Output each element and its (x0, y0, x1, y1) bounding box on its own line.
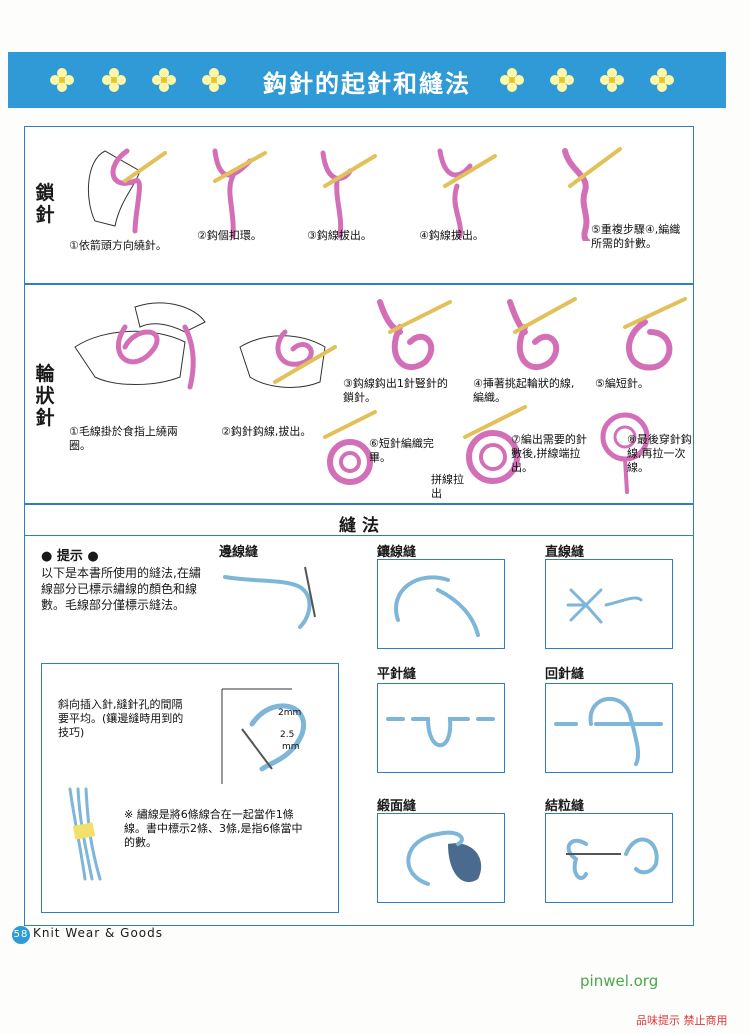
tip-box: 斜向插入針,縫針孔的間隔要平均。(鑲邊縫時用到的技巧) 2mm 2.5 mm ※… (41, 663, 339, 913)
tip-measure-2: 2.5 (280, 730, 295, 740)
stitch-title-satin: 緞面縫 (377, 799, 417, 814)
ring-step-illustrations (74, 297, 687, 494)
thread-note: ※ 繡線是將6條線合在一起當作1條線。書中標示2條、3條,是指6條當中的數。 (124, 808, 303, 849)
pull-note: 拼線拉出 (431, 473, 464, 500)
chain-stitch-label: 鎖針 (35, 182, 55, 226)
flower-icon (152, 68, 176, 92)
satin-stitch-box (377, 813, 505, 903)
chain-caption-3: ③鈎線拔出。 (307, 229, 372, 242)
title-banner: 鈎針的起針和縫法 (8, 52, 726, 108)
chain-caption-4: ④鈎線拔出。 (419, 229, 484, 242)
tip-measure-1: 2mm (278, 708, 302, 718)
flower-icon (550, 68, 574, 92)
divider (25, 535, 693, 536)
stitch-title-running: 平針縫 (377, 667, 417, 682)
chain-step-illustrations (87, 147, 622, 241)
page-number: 58 (12, 926, 30, 944)
ring-caption-7: ⑦編出需要的針數後,拼線端拉出。 (511, 433, 587, 474)
ring-caption-8: ⑧最後穿針鈎線,再拉一次線。 (627, 433, 692, 474)
ring-caption-5: ⑤編短針。 (595, 377, 649, 390)
inlay-stitch-box (377, 559, 505, 649)
ring-caption-4: ④挿著挑起輪狀的線,編織。 (473, 377, 575, 404)
tip-measure-3: mm (282, 742, 300, 752)
ring-caption-2: ②鈎針鈎線,拔出。 (221, 425, 312, 438)
flower-icon (500, 68, 524, 92)
edge-stitch-illustration (223, 566, 316, 629)
ring-caption-6: ⑥短針編織完畢。 (369, 437, 434, 464)
flower-icon (50, 68, 74, 92)
ring-caption-3: ③鈎線鈎出1針豎針的鎖針。 (343, 377, 448, 404)
stitch-title-edge: 邊線縫 (219, 545, 259, 560)
ring-caption-1: ①毛線掛於食指上繞兩圈。 (69, 425, 178, 452)
french-knot-box (545, 813, 673, 903)
tip-illustration (221, 688, 307, 784)
brand-name: Knit Wear & Goods (33, 926, 163, 940)
back-stitch-box (545, 683, 673, 773)
chain-caption-2: ②鈎個扣環。 (197, 229, 262, 242)
stitch-title-inlay: 鑲線縫 (377, 545, 417, 560)
chain-stitch-section: 鎖針 ①依箭頭方向繞針。 ②鈎個扣環。 ③鈎線拔出。 ④鈎線拔出。 ⑤重複步驟④… (24, 126, 694, 284)
page-title: 鈎針的起針和縫法 (263, 70, 471, 98)
sewing-section: 縫 法 ● 提示 ● 以下是本書所使用的縫法,在繡線部分已標示繡線的顏色和線數。… (24, 504, 694, 926)
flower-icon (600, 68, 624, 92)
flower-icon (102, 68, 126, 92)
chain-caption-5: ⑤重複步驟④,編織所需的針數。 (591, 223, 681, 250)
chain-caption-1: ①依箭頭方向繞針。 (69, 239, 167, 252)
thread-skein-icon (68, 787, 102, 881)
sewing-title: 縫 法 (339, 516, 379, 536)
straight-stitch-box (545, 559, 673, 649)
flower-icon (650, 68, 674, 92)
ring-stitch-label: 輪狀針 (35, 363, 55, 429)
stitch-title-french-knot: 結粒縫 (545, 799, 585, 814)
tip-text: 斜向插入針,縫針孔的間隔要平均。(鑲邊縫時用到的技巧) (58, 698, 184, 739)
watermark-note: 品味提示 禁止商用 (636, 1014, 728, 1027)
stitch-title-back: 回針縫 (545, 667, 585, 682)
flower-icon (202, 68, 226, 92)
hint-text: 以下是本書所使用的縫法,在繡線部分已標示繡線的顏色和線數。毛線部分僅標示縫法。 (41, 566, 201, 612)
stitch-title-straight: 直線縫 (545, 545, 585, 560)
ring-stitch-section: 輪狀針 (24, 284, 694, 504)
hint-title: ● 提示 ● (41, 549, 99, 564)
watermark-site: pinwel.org (580, 972, 659, 990)
running-stitch-box (377, 683, 505, 773)
